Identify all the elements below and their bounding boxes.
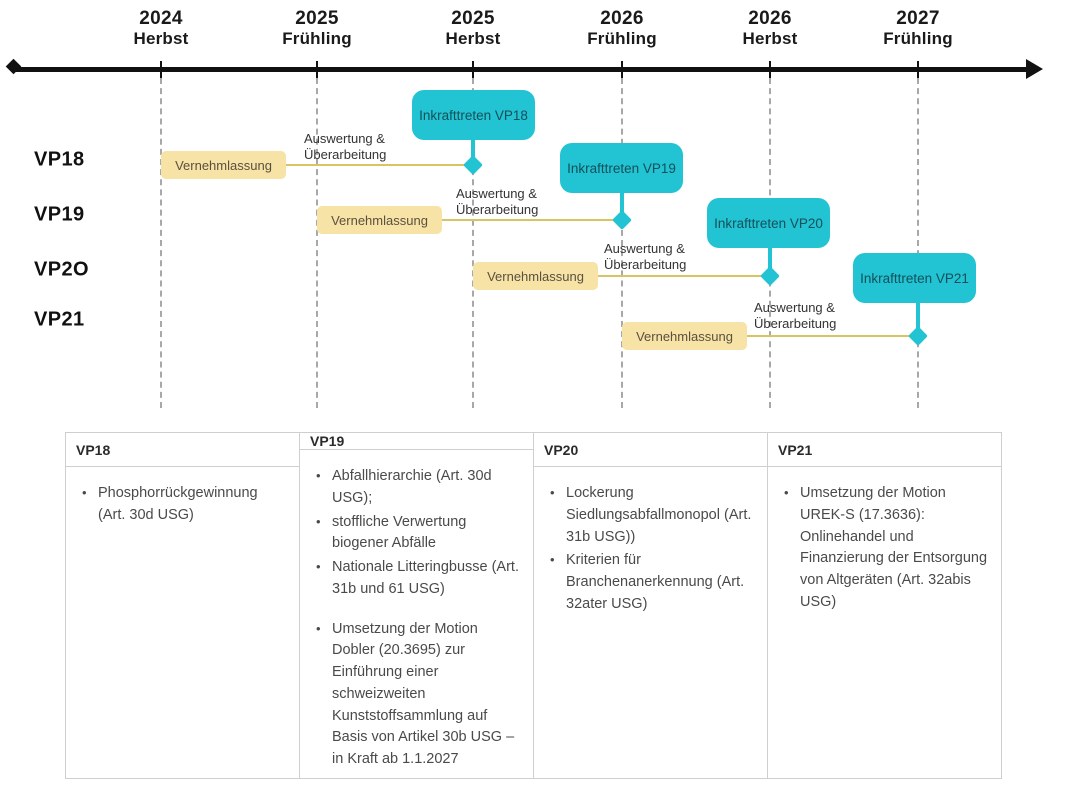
- milestone-diamond-0: [463, 155, 483, 175]
- list-item: Umsetzung der Motion UREK-S (17.3636): O…: [780, 483, 989, 614]
- axis-label-year-2: 2025: [451, 8, 495, 29]
- review-label-line1-2: Auswertung &: [604, 241, 685, 256]
- row-label-vp19: VP19: [34, 203, 85, 226]
- axis-tick-5: [917, 61, 919, 78]
- consultation-box-1[interactable]: Vernehmlassung: [317, 206, 442, 234]
- timeline-arrow-icon: [1026, 59, 1043, 79]
- axis-tick-2: [472, 61, 474, 78]
- axis-label-year-5: 2027: [896, 8, 940, 29]
- bullet-list-vp19: Abfallhierarchie (Art. 30d USG);stofflic…: [312, 466, 521, 771]
- axis-label-year-3: 2026: [600, 8, 644, 29]
- list-item: Kriterien für Branchenanerkennung (Art. …: [546, 550, 755, 615]
- table-body-vp18: Phosphorrückgewinnung (Art. 30d USG): [66, 467, 299, 778]
- milestone-stem-0: [471, 140, 475, 165]
- table-header-vp18: VP18: [66, 433, 299, 467]
- consultation-line-3: [622, 335, 918, 337]
- consultation-box-3[interactable]: Vernehmlassung: [622, 322, 747, 350]
- milestone-box-2[interactable]: Inkrafttreten VP20: [707, 198, 830, 248]
- review-label-line2-1: Überarbeitung: [456, 201, 539, 217]
- review-label-2: Auswertung &Überarbeitung: [604, 241, 686, 273]
- axis-tick-4: [769, 61, 771, 78]
- milestone-stem-3: [916, 303, 920, 336]
- bullet-list-vp21: Umsetzung der Motion UREK-S (17.3636): O…: [780, 483, 989, 614]
- axis-tick-3: [621, 61, 623, 78]
- axis-tick-1: [316, 61, 318, 78]
- timeline-axis: [14, 67, 1036, 72]
- gridline-5: [917, 78, 919, 408]
- axis-label-season-1: Frühling: [282, 29, 352, 49]
- axis-label-year-0: 2024: [139, 8, 183, 29]
- milestone-box-0[interactable]: Inkrafttreten VP18: [412, 90, 535, 140]
- review-label-line1-3: Auswertung &: [754, 300, 835, 315]
- summary-table: VP18Phosphorrückgewinnung (Art. 30d USG)…: [65, 432, 1002, 779]
- row-label-vp21: VP21: [34, 308, 85, 331]
- gridline-3: [621, 78, 623, 408]
- list-item: Phosphorrückgewinnung (Art. 30d USG): [78, 483, 287, 527]
- axis-label-season-3: Frühling: [587, 29, 657, 49]
- row-label-vp18: VP18: [34, 148, 85, 171]
- axis-tick-0: [160, 61, 162, 78]
- bullet-list-vp20: Lockerung Siedlungsabfallmonopol (Art. 3…: [546, 483, 755, 616]
- consultation-box-2[interactable]: Vernehmlassung: [473, 262, 598, 290]
- list-item: Lockerung Siedlungsabfallmonopol (Art. 3…: [546, 483, 755, 548]
- table-column-vp18: VP18Phosphorrückgewinnung (Art. 30d USG): [66, 433, 300, 778]
- axis-label-season-5: Frühling: [883, 29, 953, 49]
- review-label-line2-2: Überarbeitung: [604, 256, 687, 272]
- table-body-vp21: Umsetzung der Motion UREK-S (17.3636): O…: [768, 467, 1001, 778]
- consultation-box-0[interactable]: Vernehmlassung: [161, 151, 286, 179]
- gridline-2: [472, 78, 474, 408]
- milestone-diamond-2: [760, 266, 780, 286]
- table-body-vp19: Abfallhierarchie (Art. 30d USG);stofflic…: [300, 450, 533, 783]
- gridline-1: [316, 78, 318, 408]
- milestone-diamond-1: [612, 210, 632, 230]
- table-header-vp21: VP21: [768, 433, 1001, 467]
- review-label-line2-3: Überarbeitung: [754, 315, 837, 331]
- table-header-vp20: VP20: [534, 433, 767, 467]
- gridline-0: [160, 78, 162, 408]
- list-item: Umsetzung der Motion Dobler (20.3695) zu…: [312, 619, 521, 771]
- review-label-0: Auswertung &Überarbeitung: [304, 131, 386, 163]
- consultation-line-2: [473, 275, 770, 277]
- milestone-box-1[interactable]: Inkrafttreten VP19: [560, 143, 683, 193]
- review-label-line1-1: Auswertung &: [456, 186, 537, 201]
- list-item: stoffliche Verwertung biogener Abfälle: [312, 512, 521, 556]
- list-item: Nationale Litteringbusse (Art. 31b und 6…: [312, 557, 521, 601]
- row-label-vp2o: VP2O: [34, 258, 89, 281]
- review-label-3: Auswertung &Überarbeitung: [754, 300, 836, 332]
- axis-label-year-4: 2026: [748, 8, 792, 29]
- axis-label-season-4: Herbst: [742, 29, 798, 49]
- list-item: Abfallhierarchie (Art. 30d USG);: [312, 466, 521, 510]
- table-column-vp19: VP19Abfallhierarchie (Art. 30d USG);stof…: [300, 433, 534, 778]
- milestone-box-3[interactable]: Inkrafttreten VP21: [853, 253, 976, 303]
- milestone-stem-2: [768, 248, 772, 276]
- table-column-vp20: VP20Lockerung Siedlungsabfallmonopol (Ar…: [534, 433, 768, 778]
- review-label-1: Auswertung &Überarbeitung: [456, 186, 538, 218]
- review-label-line2-0: Überarbeitung: [304, 146, 387, 162]
- consultation-line-0: [161, 164, 473, 166]
- milestone-diamond-3: [908, 326, 928, 346]
- milestone-stem-1: [620, 193, 624, 220]
- bullet-list-vp18: Phosphorrückgewinnung (Art. 30d USG): [78, 483, 287, 527]
- table-body-vp20: Lockerung Siedlungsabfallmonopol (Art. 3…: [534, 467, 767, 778]
- review-label-line1-0: Auswertung &: [304, 131, 385, 146]
- axis-label-year-1: 2025: [295, 8, 339, 29]
- table-header-vp19: VP19: [300, 433, 533, 450]
- table-column-vp21: VP21Umsetzung der Motion UREK-S (17.3636…: [768, 433, 1001, 778]
- consultation-line-1: [317, 219, 622, 221]
- axis-label-season-0: Herbst: [133, 29, 189, 49]
- axis-label-season-2: Herbst: [445, 29, 501, 49]
